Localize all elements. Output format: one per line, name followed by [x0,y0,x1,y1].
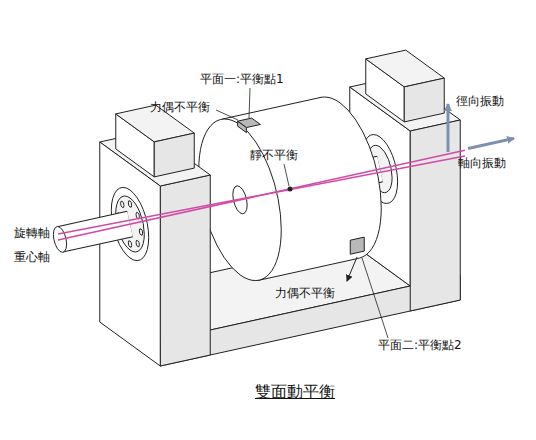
rotor-edge [222,97,322,119]
housing-front-face [404,78,444,122]
balance-weight [238,121,247,132]
vibration-label: 徑向振動 [456,94,504,109]
rotation-axis [58,150,465,240]
static-unbalance-point [288,187,293,192]
axis-label: 旋轉軸 [14,226,50,241]
unbalance-label: 力偶不平衡 [275,286,335,301]
leader-line [362,258,388,338]
pillar-end-face [100,142,161,366]
bearing-ball [136,239,139,247]
balance-weight [350,237,364,254]
bearing-ball [128,240,131,248]
axis-label: 重心軸 [14,250,50,265]
bearing-ball [128,200,131,208]
bearing-ball [139,228,142,236]
pillar-front-face [160,175,210,366]
plane-label: 平面一:平衡點1 [200,72,284,87]
housing-front-face [154,133,194,177]
radial-arrow [447,104,450,152]
leader-line [249,88,250,118]
pillar-front-face [410,120,460,311]
unbalance-label: 靜不平衡 [250,148,298,163]
leader-line [216,110,238,120]
figure-caption: 雙面動平衡 [255,382,335,402]
bearing-ball [121,200,124,208]
vibration-label: 軸向振動 [458,156,506,171]
unbalance-label: 力偶不平衡 [150,100,210,115]
leader-line [284,164,289,186]
plane-label: 平面二:平衡點2 [378,338,462,353]
gravity-axis [58,156,465,234]
axial-arrow [468,138,514,148]
force-arrow [347,257,357,281]
